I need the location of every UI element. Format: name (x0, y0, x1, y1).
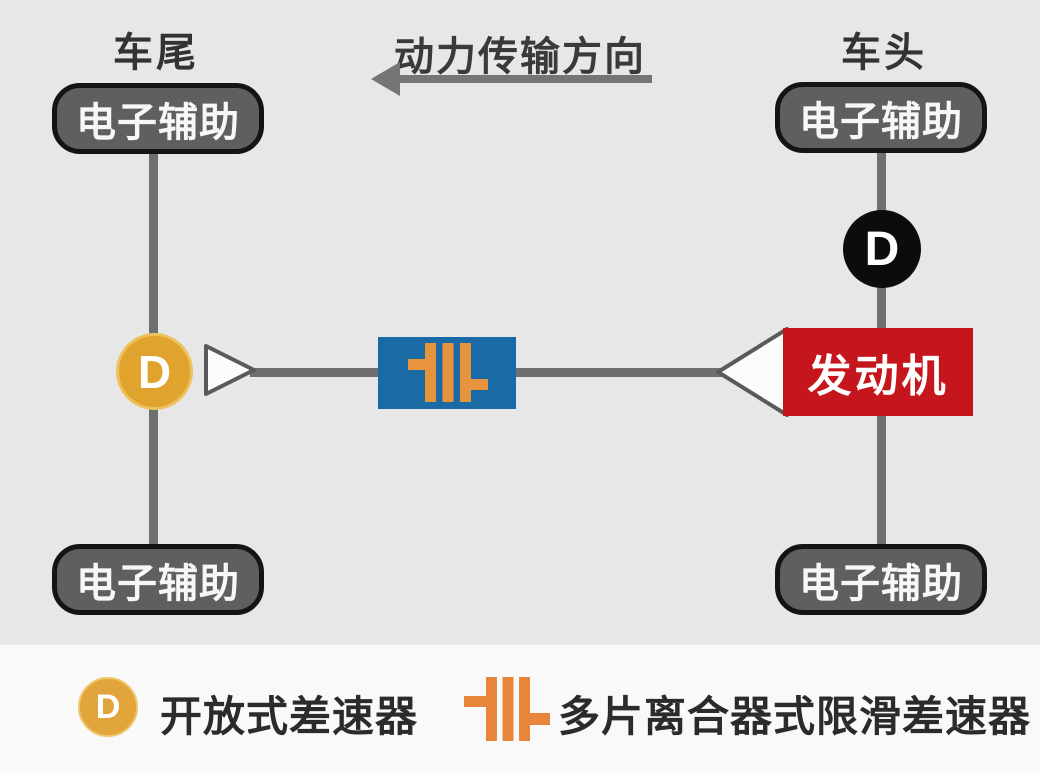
wheel-box-label: 电子辅助 (76, 561, 240, 606)
differential-letter: D (137, 345, 172, 398)
wheel-box-front-upper: 电子辅助 (775, 82, 987, 153)
power-direction-label: 动力传输方向 (394, 35, 646, 79)
wheel-box-front-lower: 电子辅助 (775, 544, 987, 615)
differential-letter: D (864, 222, 900, 276)
wheel-box-label: 电子辅助 (76, 100, 240, 145)
cone-connector-left-icon (204, 344, 256, 396)
legend-open-differential-label: 开放式差速器 (160, 693, 419, 740)
arrow-left-head-icon (371, 62, 400, 96)
wheel-box-label: 电子辅助 (799, 99, 963, 144)
legend-open-differential-icon: D (78, 677, 138, 737)
cone-connector-right-icon (716, 327, 789, 417)
engine-box: 发动机 (783, 328, 973, 416)
wheel-box-rear-lower: 电子辅助 (52, 544, 264, 615)
legend-multi-plate-clutch-icon (464, 677, 550, 741)
wheel-box-rear-upper: 电子辅助 (52, 83, 264, 154)
multi-plate-clutch-icon (408, 343, 488, 402)
engine-label: 发动机 (807, 352, 949, 401)
open-differential-icon: D (116, 333, 193, 410)
legend-differential-letter: D (95, 687, 121, 726)
legend-lsd-label: 多片离合器式限滑差速器 (558, 693, 1032, 740)
front-of-car-label: 车头 (841, 31, 927, 75)
wheel-box-label: 电子辅助 (799, 561, 963, 606)
center-clutch-box (378, 337, 516, 409)
front-differential-icon: D (843, 210, 921, 288)
rear-of-car-label: 车尾 (113, 31, 199, 75)
legend: D 开放式差速器 多片离合器式限滑差速器 (0, 645, 1040, 773)
arrow-left-icon (398, 75, 652, 83)
